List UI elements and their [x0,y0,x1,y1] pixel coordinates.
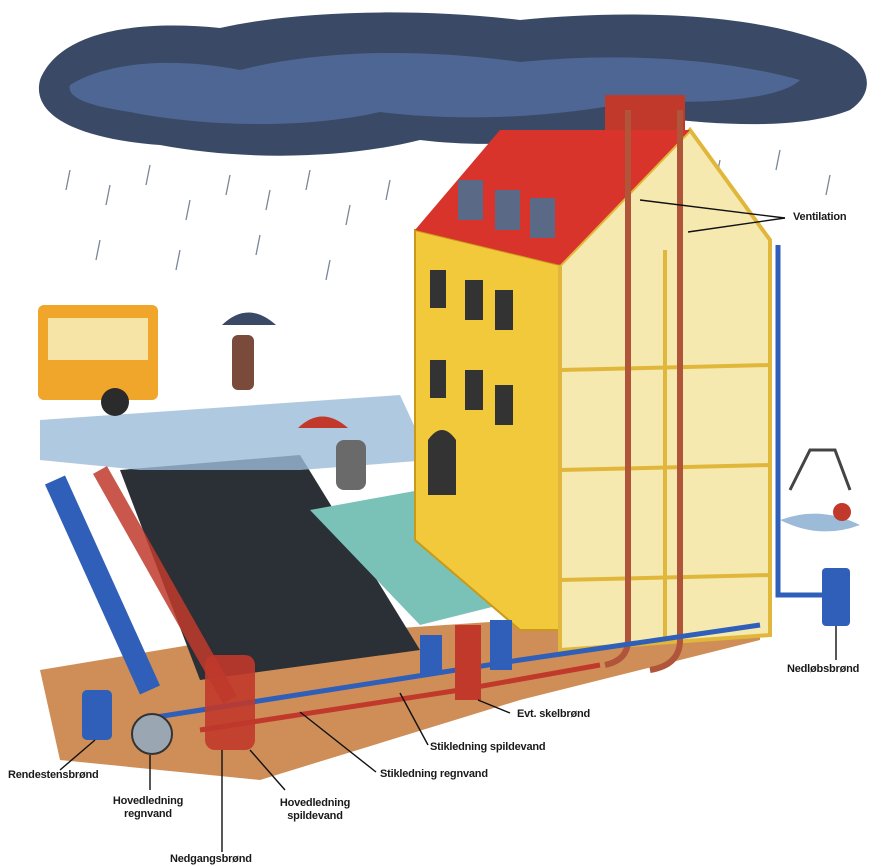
label-skelbroend: Evt. skelbrønd [517,708,590,721]
label-hovedledning-spildevand-line2: spildevand [255,810,375,823]
bus [38,305,158,416]
storm-cloud [39,12,867,155]
label-stikledning-spildevand: Stikledning spildevand [430,741,545,754]
label-ventilation: Ventilation [793,211,846,224]
pedestrian-umbrella [222,313,276,391]
courtyard-well [420,635,442,675]
label-hovedledning-regnvand-line2: regnvand [88,808,208,821]
rendestensbroend-well [82,690,112,740]
nedgangsbroend-well [205,655,255,750]
label-hovedledning-spildevand: Hovedledning spildevand [255,797,375,823]
downpipe [778,245,830,595]
label-nedgangsbroend: Nedgangsbrønd [170,853,252,866]
building-well [490,620,512,670]
label-hovedledning-spildevand-line1: Hovedledning [255,797,375,810]
hovedledning-regnvand-pipe-end [132,714,172,754]
nedloebsbroend-well [822,568,850,626]
label-nedloebsbroend: Nedløbsbrønd [787,663,859,676]
label-hovedledning-regnvand-line1: Hovedledning [88,795,208,808]
street-water [40,395,430,470]
label-stikledning-regnvand: Stikledning regnvand [380,768,488,781]
playground [780,450,860,531]
skelbroend-well [455,625,481,700]
building [415,95,770,650]
label-hovedledning-regnvand: Hovedledning regnvand [88,795,208,821]
label-rendestensbroend: Rendestensbrønd [8,769,99,782]
